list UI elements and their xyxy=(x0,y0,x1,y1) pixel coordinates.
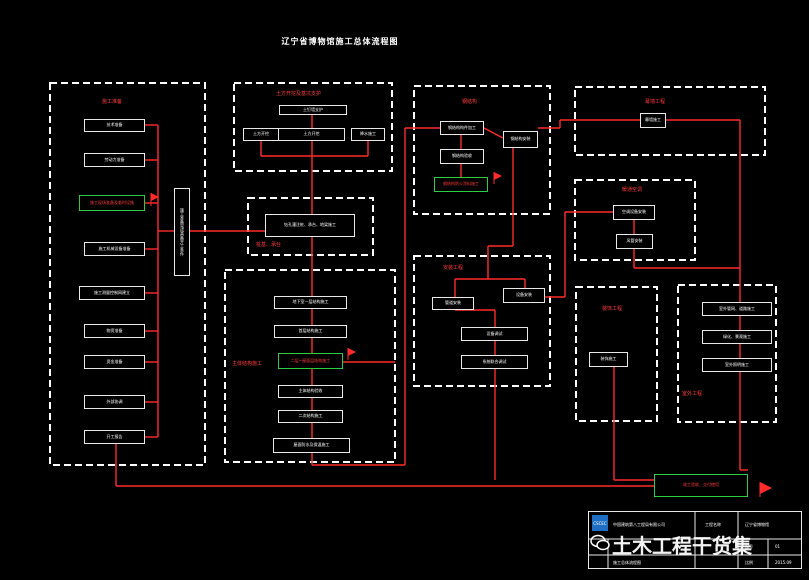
zone-label-hvac: 暖通空调 xyxy=(622,187,643,193)
node-soil-nail-wall: 土钉墙支护 xyxy=(279,105,347,115)
node-external-coord: 外部协调 xyxy=(84,395,145,409)
title-block: 中国建筑第八工程局有限公司 工程名称 辽宁省博物馆 施工总体流程图 图号 比例 … xyxy=(588,511,802,569)
zone-frame-install xyxy=(413,255,551,387)
diagram-title: 辽宁省博物馆施工总体流程图 xyxy=(281,37,399,46)
company-logo: CSCEC xyxy=(592,515,608,531)
zone-label-steel: 钢结构 xyxy=(462,99,478,105)
node-landscape: 绿化、景观施工 xyxy=(702,330,772,344)
node-steel-acceptance: 钢结构验收 xyxy=(440,149,484,164)
node-ready-to-start: 施工准备完成具备开工条件 xyxy=(174,188,190,276)
titleblock-project: 辽宁省博物馆 xyxy=(745,522,769,527)
node-material-prep: 物资准备 xyxy=(84,324,145,338)
node-steel-fabrication: 钢结构构件加工 xyxy=(440,121,484,135)
node-completion-acceptance: 竣工验收、交付使用 xyxy=(654,474,748,497)
node-outdoor-lighting: 室外照明施工 xyxy=(702,358,772,372)
node-steel-fireproof: 钢结构防火涂料施工 xyxy=(434,177,488,192)
node-equipment-debug: 设备调试 xyxy=(461,327,528,341)
node-tech-prep: 技术准备 xyxy=(84,119,145,132)
titleblock-no-label: 图号 xyxy=(745,544,753,549)
titleblock-no: 01 xyxy=(775,544,781,549)
zone-frame-steel xyxy=(413,85,551,215)
node-duct-install: 风管安装 xyxy=(616,234,653,249)
zone-label-pile: 桩基、承台 xyxy=(256,242,282,248)
node-secondary-structure: 二次结构施工 xyxy=(278,410,343,423)
zone-frame-earth xyxy=(233,82,393,172)
wechat-icon xyxy=(590,534,610,551)
node-steel-erection: 钢结构安装 xyxy=(503,131,538,148)
node-structure-acceptance: 主体结构验收 xyxy=(278,385,343,398)
zone-frame-prep xyxy=(49,82,206,466)
node-decoration: 装饰施工 xyxy=(589,352,628,367)
zone-frame-outdoor xyxy=(677,284,777,423)
zone-frame-decor xyxy=(575,286,658,422)
node-roof-waterproof: 屋面防水及保温施工 xyxy=(273,438,350,453)
node-dewatering: 降水施工 xyxy=(351,128,385,141)
node-curtain-wall: 幕墙施工 xyxy=(640,113,666,128)
node-ac-equipment: 空调设备安装 xyxy=(613,205,655,220)
node-pipe-install: 管道安装 xyxy=(432,297,474,310)
titleblock-project-label: 工程名称 xyxy=(705,522,721,527)
node-bored-pile: 钻孔灌注桩、承台、地梁施工 xyxy=(265,214,355,237)
node-excavation-2: 土方开挖 xyxy=(278,128,345,141)
node-first-floor: 首层结构施工 xyxy=(274,325,347,338)
node-equipment-prep: 施工机械设备准备 xyxy=(84,242,145,256)
node-labor-prep: 劳动力准备 xyxy=(84,153,145,167)
titleblock-date: 2015.09 xyxy=(775,560,792,565)
node-excavation: 土方开挖 xyxy=(243,128,279,141)
zone-label-main: 主体结构施工 xyxy=(232,361,263,367)
node-survey-network: 施工测量控制网建立 xyxy=(79,286,145,300)
node-basement-structure: 地下室一层结构施工 xyxy=(274,296,347,309)
node-site-prep: 施工现场准备及临时设施 xyxy=(79,195,145,211)
titleblock-company: 中国建筑第八工程局有限公司 xyxy=(613,522,665,527)
node-start-report: 开工报告 xyxy=(84,430,145,444)
titleblock-drawing: 施工总体流程图 xyxy=(613,560,641,565)
node-outdoor-pipes: 室外管网、道路施工 xyxy=(702,302,772,316)
titleblock-scale-label: 比例 xyxy=(745,560,753,565)
zone-frame-curtain xyxy=(574,86,766,156)
zone-frame-main xyxy=(224,269,396,463)
zone-label-decor: 装饰工程 xyxy=(602,306,623,312)
zone-label-curtain: 幕墙工程 xyxy=(645,99,666,105)
zone-label-outdoor: 室外工程 xyxy=(682,391,703,397)
zone-frame-pile xyxy=(247,197,374,256)
zone-label-prep: 施工准备 xyxy=(102,99,123,105)
node-upper-floors: 二层~屋面层结构施工 xyxy=(278,353,343,369)
node-system-debug: 系统联合调试 xyxy=(461,355,528,369)
zone-label-earth: 土方开挖及基坑支护 xyxy=(276,91,322,97)
watermark-text: 土木工程干货集 xyxy=(612,534,752,558)
zone-frame-hvac xyxy=(574,179,696,261)
zone-label-install: 安装工程 xyxy=(443,265,464,271)
node-equipment-install: 设备安装 xyxy=(503,288,545,303)
node-fund-prep: 资金准备 xyxy=(84,355,145,369)
